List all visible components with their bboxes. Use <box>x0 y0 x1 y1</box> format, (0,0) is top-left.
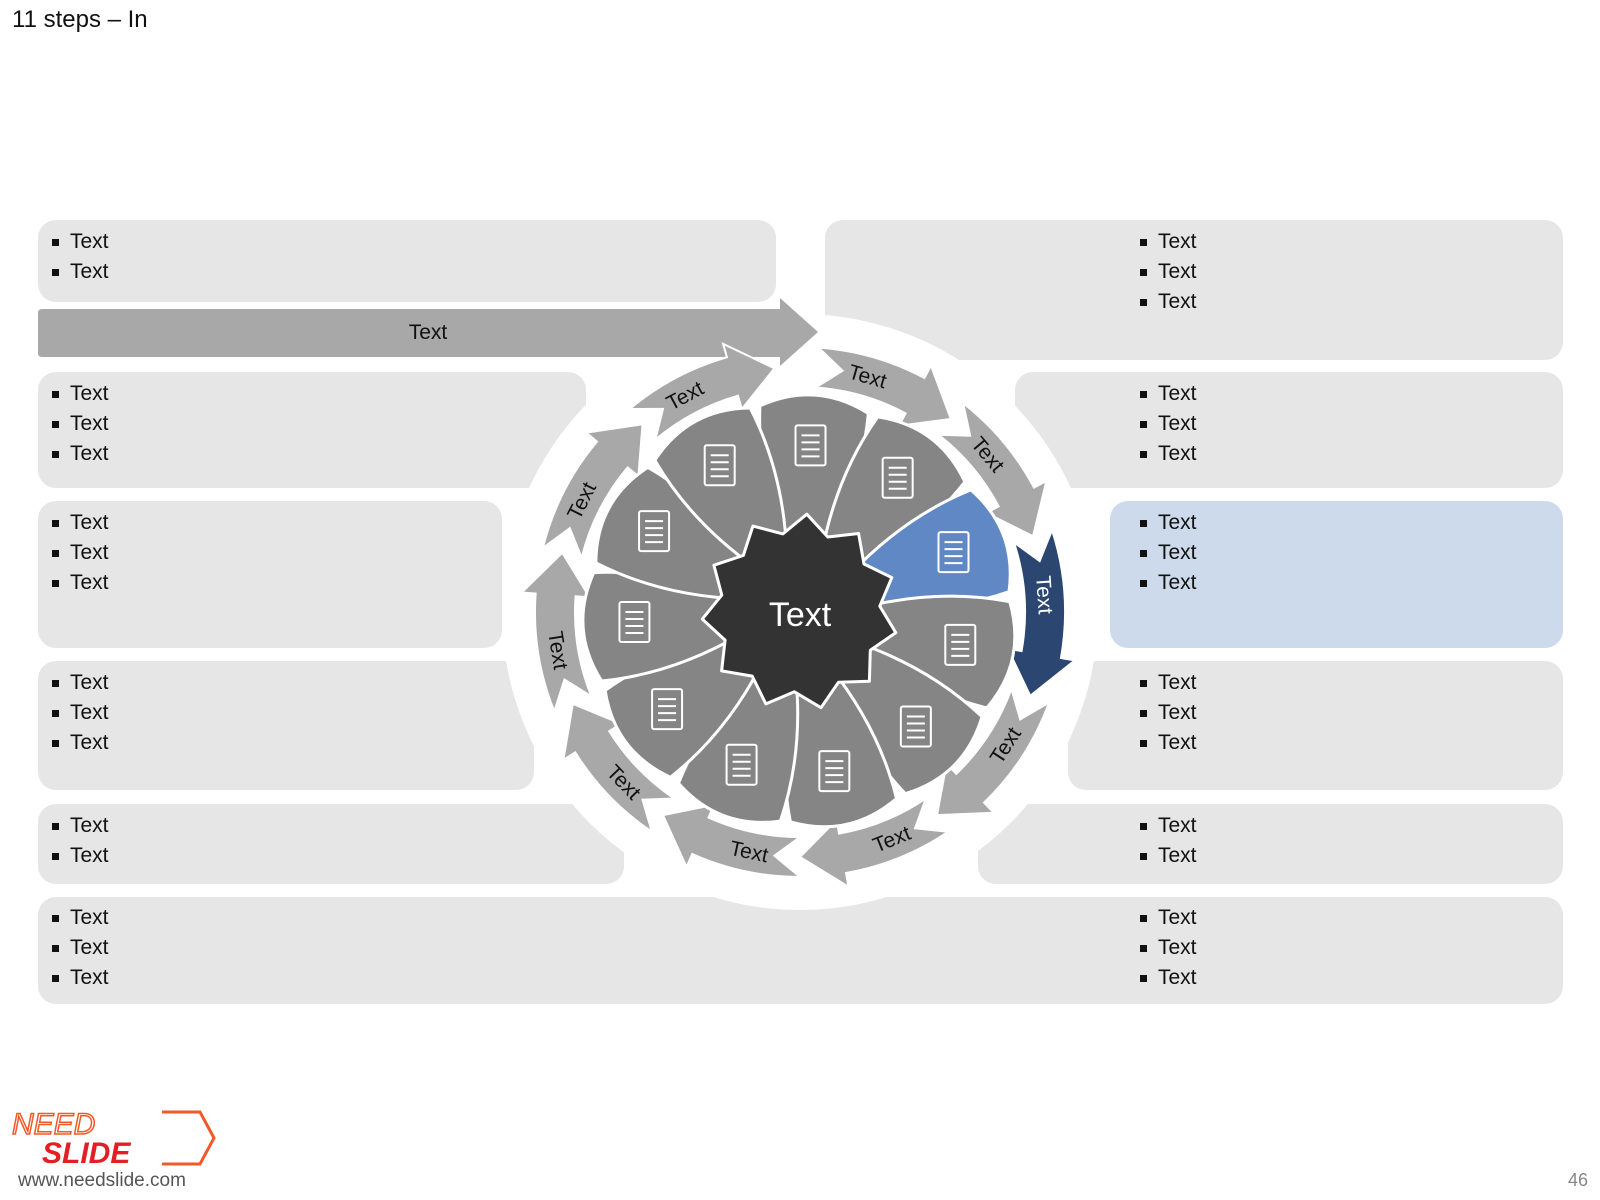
right-panel-1-list: Text Text Text <box>1138 227 1197 317</box>
bullet-item: Text <box>50 257 109 287</box>
bullet-item: Text <box>1138 227 1197 257</box>
cycle-arrow-label-3: Text <box>1031 575 1057 615</box>
svg-text:SLIDE: SLIDE <box>42 1137 131 1168</box>
center-star <box>700 512 898 710</box>
bullet-item: Text <box>1138 841 1197 871</box>
bullet-item: Text <box>50 538 109 568</box>
bullet-item: Text <box>1138 538 1197 568</box>
bullet-item: Text <box>1138 257 1197 287</box>
stopwatch-document-icon <box>881 456 914 499</box>
needslide-logo: NEED SLIDE <box>12 1108 216 1168</box>
bullet-item: Text <box>1138 698 1197 728</box>
bullet-item: Text <box>1138 287 1197 317</box>
bullet-item: Text <box>1138 439 1197 469</box>
bullet-item: Text <box>50 568 109 598</box>
stacked-documents-icon <box>651 688 684 731</box>
bullet-item: Text <box>50 508 109 538</box>
left-panel-3-list: Text Text Text <box>50 508 109 598</box>
checklist-download-icon <box>725 743 758 786</box>
bullet-item: Text <box>1138 811 1197 841</box>
chart-document-icon <box>944 623 977 666</box>
multi-document-icon <box>899 705 932 748</box>
left-panel-5 <box>38 804 624 884</box>
document-upload-icon <box>703 444 736 487</box>
right-panel-2-list: Text Text Text <box>1138 379 1197 469</box>
cycle-arrows <box>519 341 1078 889</box>
checklist-document-icon <box>937 531 970 574</box>
right-panel-1 <box>825 220 1563 360</box>
website-url[interactable]: www.needslide.com <box>18 1170 186 1191</box>
bullet-item: Text <box>1138 379 1197 409</box>
right-panel-3-highlighted <box>1110 501 1563 648</box>
cycle-arrow-2 <box>935 400 1048 538</box>
petals <box>581 393 1017 829</box>
bottom-panel <box>38 897 1563 1004</box>
right-panel-6-list: Text Text Text <box>1138 903 1197 993</box>
left-panel-5-list: Text Text <box>50 811 109 871</box>
page-number: 46 <box>1567 1170 1588 1190</box>
bullet-item: Text <box>50 439 109 469</box>
line-chart-icon <box>818 750 851 793</box>
right-panel-4-list: Text Text Text <box>1138 668 1197 758</box>
cycle-arrow-1 <box>812 346 953 427</box>
bullet-item: Text <box>50 933 109 963</box>
right-panel-3-list: Text Text Text <box>1138 508 1197 598</box>
calculator-icon <box>638 510 671 553</box>
left-panel-4 <box>38 661 534 790</box>
cycle-arrow-5 <box>798 795 952 889</box>
entry-bar-label: Text <box>408 321 448 344</box>
left-panel-3 <box>38 501 502 648</box>
right-panel-4 <box>1068 661 1563 790</box>
bullet-item: Text <box>1138 409 1197 439</box>
bullet-item: Text <box>1138 568 1197 598</box>
certificate-icon <box>794 424 827 467</box>
left-panel-6-list: Text Text Text <box>50 903 109 993</box>
bullet-item: Text <box>1138 728 1197 758</box>
bullet-item: Text <box>50 379 109 409</box>
bullet-item: Text <box>1138 903 1197 933</box>
cycle-arrow-7 <box>562 702 678 835</box>
svg-text:NEED: NEED <box>12 1108 95 1141</box>
bullet-item: Text <box>1138 963 1197 993</box>
cycle-arrow-3 <box>1006 527 1078 698</box>
left-panel-2 <box>38 372 586 488</box>
pie-chart-document-icon <box>618 601 651 644</box>
left-panel-1 <box>38 220 776 302</box>
bullet-item: Text <box>50 841 109 871</box>
cycle-arrow-6 <box>661 803 804 879</box>
slide-title: 11 steps – In <box>12 6 148 33</box>
right-panel-2 <box>1015 372 1563 488</box>
left-panel-2-list: Text Text Text <box>50 379 109 469</box>
bullet-item: Text <box>1138 933 1197 963</box>
right-panel-5 <box>978 804 1563 884</box>
left-panel-1-list: Text Text <box>50 227 109 287</box>
right-panel-5-list: Text Text <box>1138 811 1197 871</box>
bullet-item: Text <box>50 227 109 257</box>
bullet-item: Text <box>50 409 109 439</box>
bullet-item: Text <box>50 668 109 698</box>
bullet-item: Text <box>1138 508 1197 538</box>
bullet-item: Text <box>50 903 109 933</box>
center-label: Text <box>769 596 832 634</box>
bullet-item: Text <box>50 811 109 841</box>
cycle-arrow-10 <box>626 341 776 443</box>
bullet-item: Text <box>50 728 109 758</box>
bullet-item: Text <box>50 963 109 993</box>
entry-arrow <box>38 298 818 366</box>
bullet-item: Text <box>1138 668 1197 698</box>
bullet-item: Text <box>50 698 109 728</box>
left-panel-4-list: Text Text Text <box>50 668 109 758</box>
